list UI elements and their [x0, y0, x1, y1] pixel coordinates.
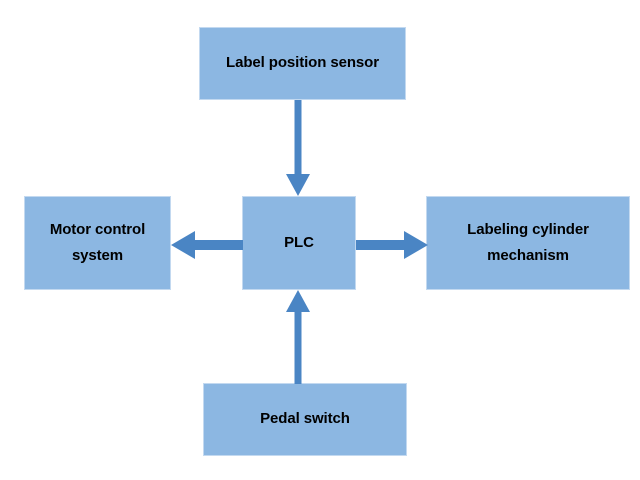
arrow-right-icon-plc-to-cylinder: [356, 228, 428, 262]
arrow-up-icon-pedal-to-plc: [283, 290, 313, 384]
node-pedal-switch[interactable]: Pedal switch: [203, 383, 407, 456]
node-label: Labeling cylinder mechanism: [467, 220, 589, 264]
node-labeling-cylinder-mechanism[interactable]: Labeling cylinder mechanism: [426, 196, 630, 290]
arrow-down-icon-sensor-to-plc: [283, 100, 313, 197]
node-label: Motor control system: [49, 220, 146, 264]
node-label: PLC: [284, 233, 314, 251]
node-label: Pedal switch: [260, 410, 350, 428]
node-label: Label position sensor: [226, 54, 379, 72]
node-motor-control-system[interactable]: Motor control system: [24, 196, 171, 290]
node-plc[interactable]: PLC: [242, 196, 356, 290]
node-label-position-sensor[interactable]: Label position sensor: [199, 27, 406, 100]
arrow-left-icon-plc-to-motor: [171, 228, 243, 262]
